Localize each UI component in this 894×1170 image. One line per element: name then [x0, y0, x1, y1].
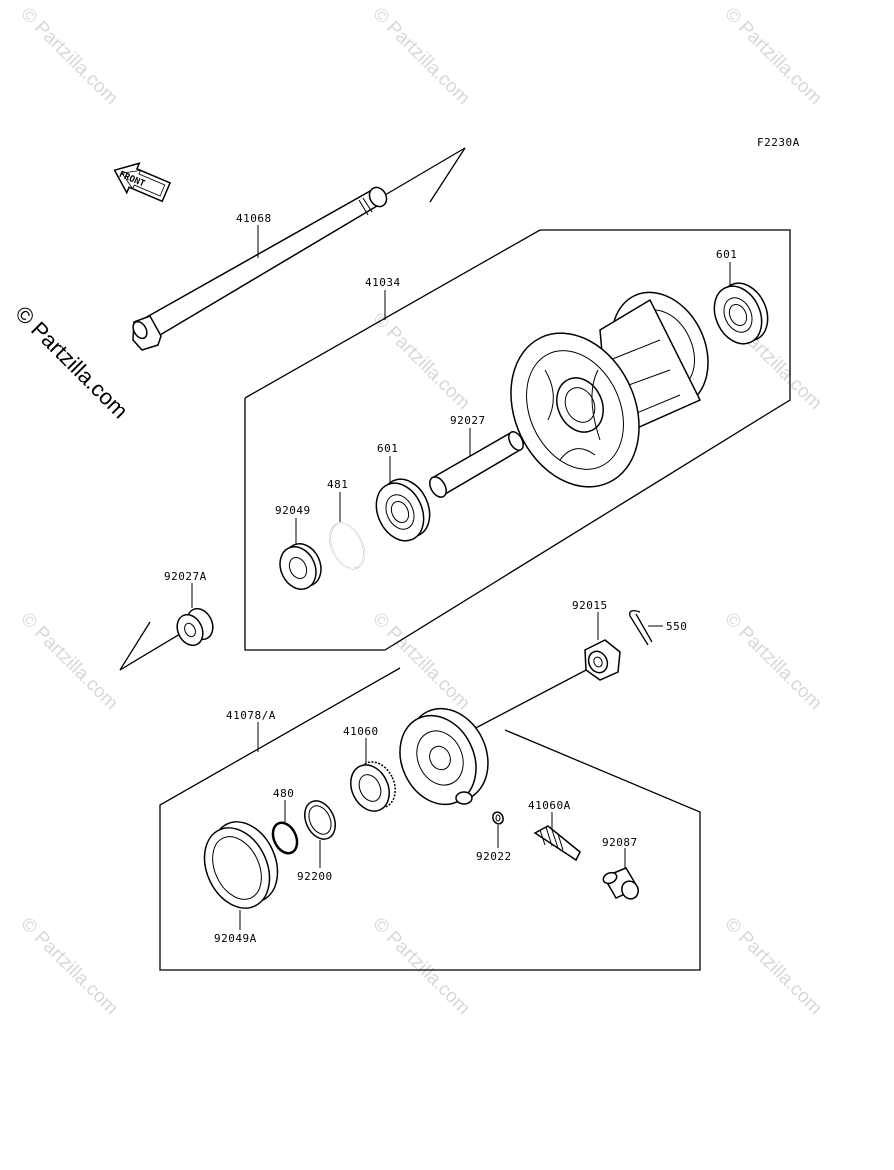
label-92049A: 92049A	[214, 932, 257, 945]
seal-92049A: 92049A	[203, 821, 279, 945]
bearing-601-mid: 601	[375, 442, 431, 542]
label-92049: 92049	[275, 504, 311, 517]
axle-41068: 41068	[132, 147, 466, 351]
gear-group-box	[159, 667, 701, 971]
label-92015: 92015	[572, 599, 608, 612]
hub-41034: 41034	[365, 276, 709, 488]
nut-92015: 92015	[467, 599, 621, 733]
watermark-tile: © Partzilla.com	[16, 609, 121, 714]
bushing-92087: 92087	[602, 836, 640, 900]
gearbox-41078A: 41078/A	[226, 707, 489, 806]
figure-code: F2230A	[757, 136, 800, 149]
label-41060A: 41060A	[528, 799, 571, 812]
washer-92022: 92022	[476, 811, 512, 863]
label-41060: 41060	[343, 725, 379, 738]
label-41034: 41034	[365, 276, 401, 289]
label-480: 480	[273, 787, 294, 800]
label-41078A: 41078/A	[226, 709, 276, 722]
watermark-tile: © Partzilla.com	[368, 609, 473, 714]
pinion-41060A: 41060A	[528, 799, 581, 862]
label-92027: 92027	[450, 414, 486, 427]
label-92087: 92087	[602, 836, 638, 849]
watermark-tile: © Partzilla.com	[720, 914, 825, 1019]
ring-92200: 92200	[297, 800, 336, 883]
hub-group-box	[244, 229, 791, 651]
label-550: 550	[666, 620, 687, 633]
label-92027A: 92027A	[164, 570, 207, 583]
front-arrow-icon: FRONT	[113, 162, 172, 203]
spacer-92027: 92027	[429, 414, 524, 499]
cotter-pin-550: 550	[629, 610, 687, 646]
gear-41060: 41060	[343, 725, 396, 812]
label-601-top: 601	[716, 248, 737, 261]
label-92200: 92200	[297, 870, 333, 883]
watermark-side: © Partzilla.com	[10, 301, 133, 424]
seal-92049: 92049	[275, 504, 322, 590]
label-481: 481	[327, 478, 348, 491]
collar-92027A: 92027A	[119, 570, 214, 671]
watermark-tile: © Partzilla.com	[720, 609, 825, 714]
watermark-tile: © Partzilla.com	[368, 4, 473, 109]
watermark-tile: © Partzilla.com	[368, 914, 473, 1019]
label-92022: 92022	[476, 850, 512, 863]
watermark-tile: © Partzilla.com	[720, 4, 825, 109]
label-601-mid: 601	[377, 442, 398, 455]
label-41068: 41068	[236, 212, 272, 225]
circlip-481: 481	[327, 478, 365, 570]
circlip-480: 480	[271, 787, 299, 855]
watermark-tile: © Partzilla.com	[16, 4, 121, 109]
watermark-tile: © Partzilla.com	[16, 914, 121, 1019]
watermark-tile: © Partzilla.com	[368, 309, 473, 414]
bearing-601-top: 601	[713, 248, 769, 345]
